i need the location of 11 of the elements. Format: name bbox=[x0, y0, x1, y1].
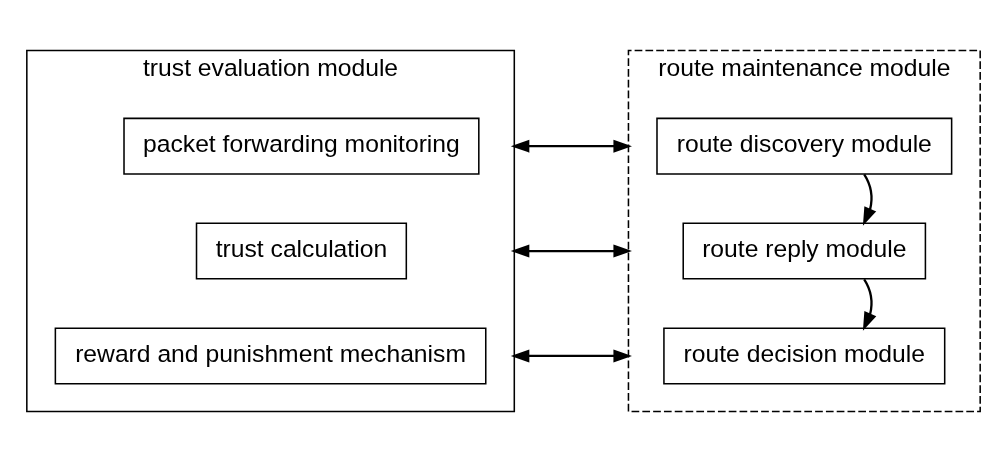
node-box: reward and punishment mechanism bbox=[54, 326, 487, 384]
node-box: packet forwarding monitoring bbox=[123, 117, 480, 175]
node-box: route reply module bbox=[682, 222, 927, 280]
node-box: trust calculation bbox=[195, 222, 408, 280]
node-box: route decision module bbox=[663, 326, 946, 384]
arrow bbox=[510, 139, 632, 153]
arrow bbox=[510, 348, 632, 362]
arrow bbox=[862, 173, 877, 226]
arrow bbox=[510, 244, 632, 258]
node-box: route discovery module bbox=[656, 117, 953, 175]
arrow bbox=[862, 278, 877, 331]
